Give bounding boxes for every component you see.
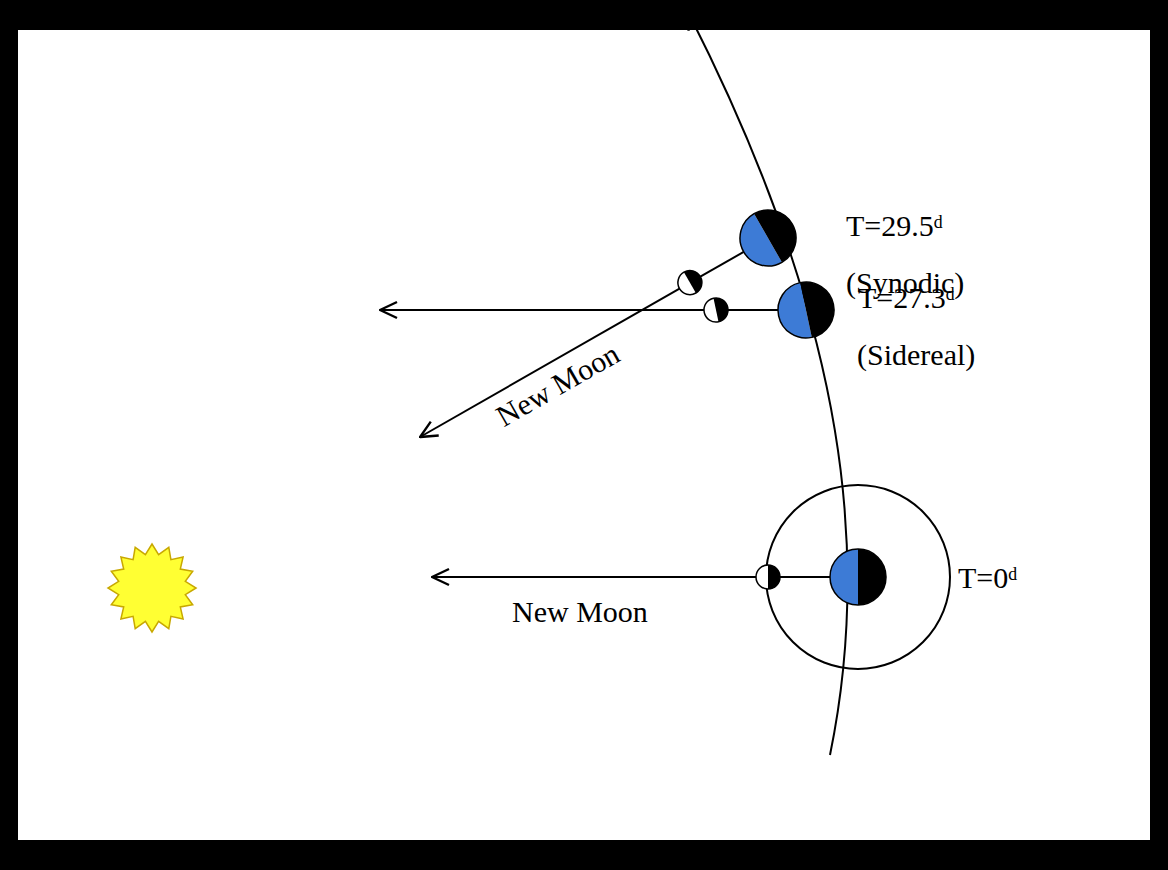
moon-symbol <box>702 296 730 324</box>
moon-symbol <box>756 565 780 589</box>
earth-orbit <box>688 12 848 755</box>
period-label: T=29.5ᵈ <box>846 209 943 244</box>
phase-label: New Moon <box>490 336 625 433</box>
phase-label: New Moon <box>512 595 648 630</box>
earth-moon-line <box>780 576 830 578</box>
earth-moon-line <box>728 309 778 311</box>
earth-moon-line <box>700 252 743 277</box>
period-label: T=27.3ᵈ <box>858 281 955 316</box>
moon-symbol <box>674 266 707 299</box>
sun-direction-arrow <box>420 289 680 437</box>
time-label: T=0ᵈ <box>958 561 1018 596</box>
earth-symbol <box>830 549 886 605</box>
earth-symbol <box>730 200 806 276</box>
page-ground <box>18 30 1150 840</box>
sun-direction-arrow <box>432 576 756 578</box>
period-kind: (Sidereal) <box>857 338 975 373</box>
earth-symbol <box>773 277 839 343</box>
sun-symbol <box>108 544 196 632</box>
fixed-direction-arrow <box>380 309 704 311</box>
moon-orbit <box>766 485 950 669</box>
